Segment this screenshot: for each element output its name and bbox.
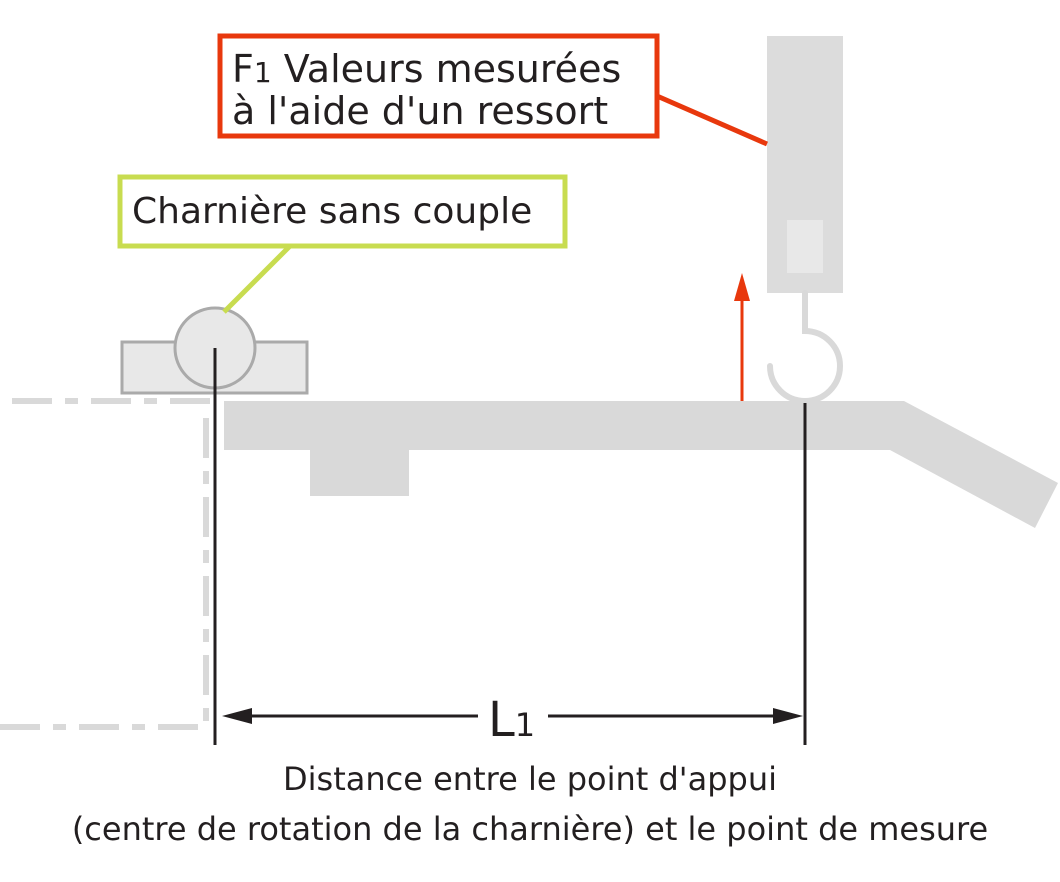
caption-line2: (centre de rotation de la charnière) et … — [72, 810, 988, 848]
spring-label-line2: à l'aide d'un ressort — [232, 89, 608, 133]
dimension-arrow — [222, 708, 803, 724]
hinge-label: Charnière sans couple — [132, 191, 532, 232]
lid-block — [310, 449, 409, 496]
hinge-label-leader — [222, 244, 292, 314]
force-arrow — [734, 273, 750, 401]
spring-scale-display — [787, 220, 823, 273]
dimension-label: L1 — [488, 692, 535, 748]
spring-label-leader — [656, 93, 768, 147]
cabinet-outline-dashed — [0, 398, 210, 730]
lid-board — [224, 401, 1058, 528]
spring-label-line1: F1 Valeurs mesurées — [232, 47, 621, 91]
hook-icon — [767, 290, 843, 404]
spring-scale — [767, 36, 843, 404]
caption-line1: Distance entre le point d'appui — [283, 760, 777, 798]
spring-label-box — [217, 33, 660, 139]
hinge-label-box — [117, 174, 568, 249]
